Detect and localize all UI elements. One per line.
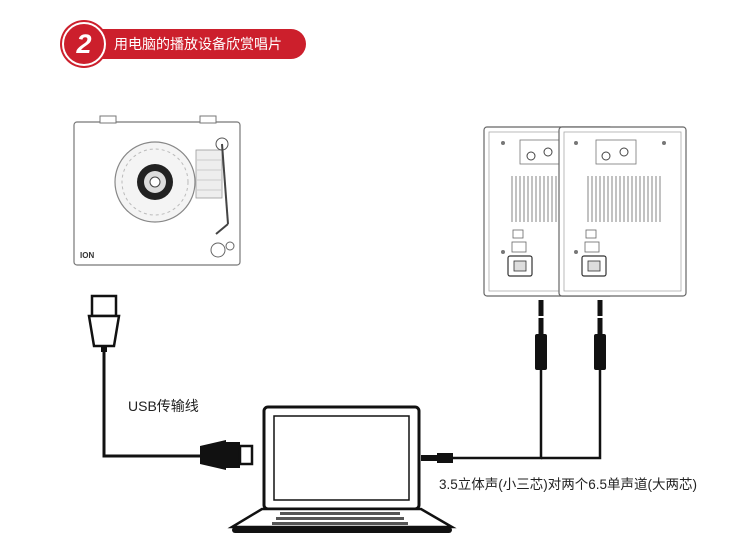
- turntable: ION: [73, 115, 241, 266]
- usb-cable: [87, 294, 254, 470]
- turntable-brand: ION: [80, 251, 94, 260]
- audio-cable-label: 3.5立体声(小三芯)对两个6.5单声道(大两芯): [439, 477, 698, 492]
- laptop: [227, 405, 457, 533]
- step-number-badge: 2: [62, 22, 106, 66]
- usb-cable-label: USB传输线: [128, 398, 199, 414]
- step-number: 2: [76, 29, 92, 59]
- step-title: 用电脑的播放设备欣赏唱片: [114, 36, 282, 52]
- step-banner: 2 用电脑的播放设备欣赏唱片: [62, 22, 306, 66]
- speaker-right: [558, 126, 687, 297]
- step-pill: [80, 29, 306, 59]
- audio-cable: [421, 300, 606, 463]
